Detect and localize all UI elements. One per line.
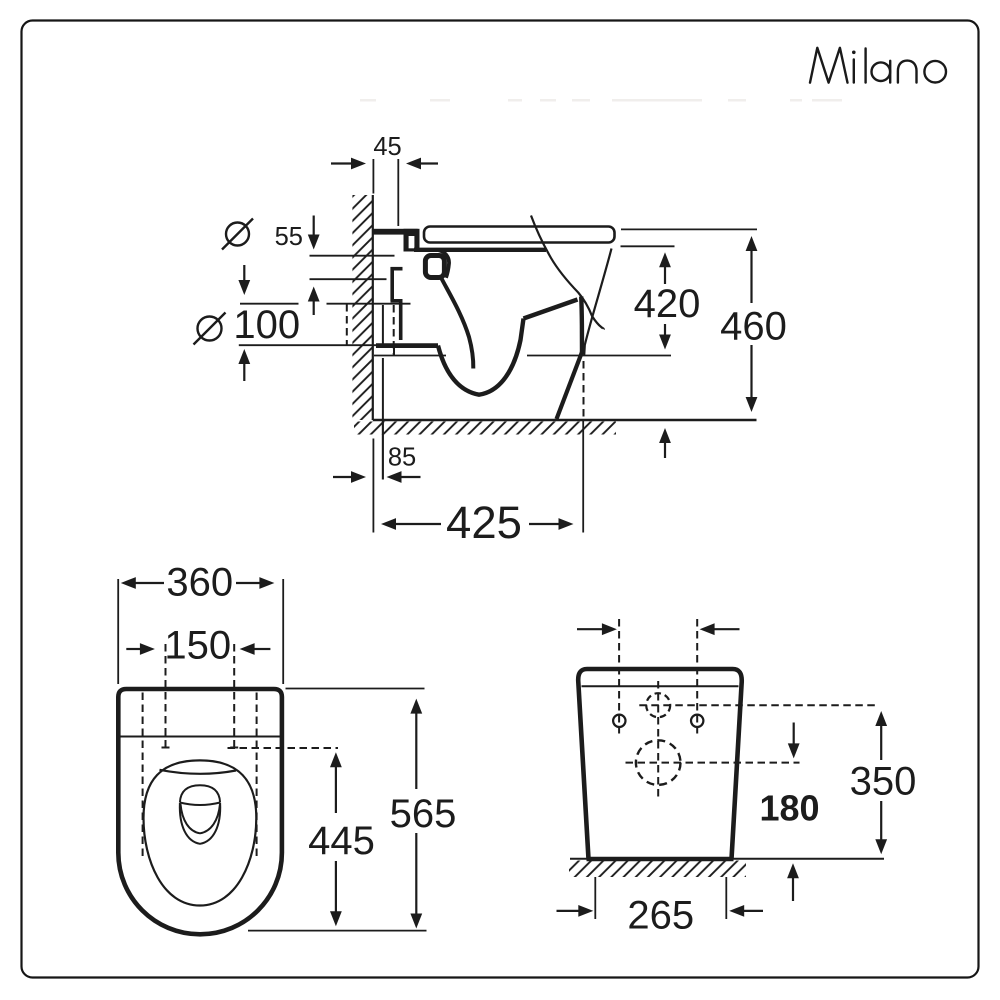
svg-text:565: 565 [390,792,457,836]
svg-text:350: 350 [850,760,917,804]
svg-text:100: 100 [233,303,300,347]
svg-text:445: 445 [308,819,375,863]
svg-text:55: 55 [275,223,303,251]
svg-text:265: 265 [627,894,694,938]
svg-text:45: 45 [373,133,401,161]
svg-text:180: 180 [759,788,819,829]
svg-text:460: 460 [720,305,787,349]
svg-text:425: 425 [446,497,522,548]
svg-text:85: 85 [388,444,416,472]
svg-text:360: 360 [166,561,233,605]
svg-text:420: 420 [634,282,701,326]
svg-text:150: 150 [164,624,231,668]
